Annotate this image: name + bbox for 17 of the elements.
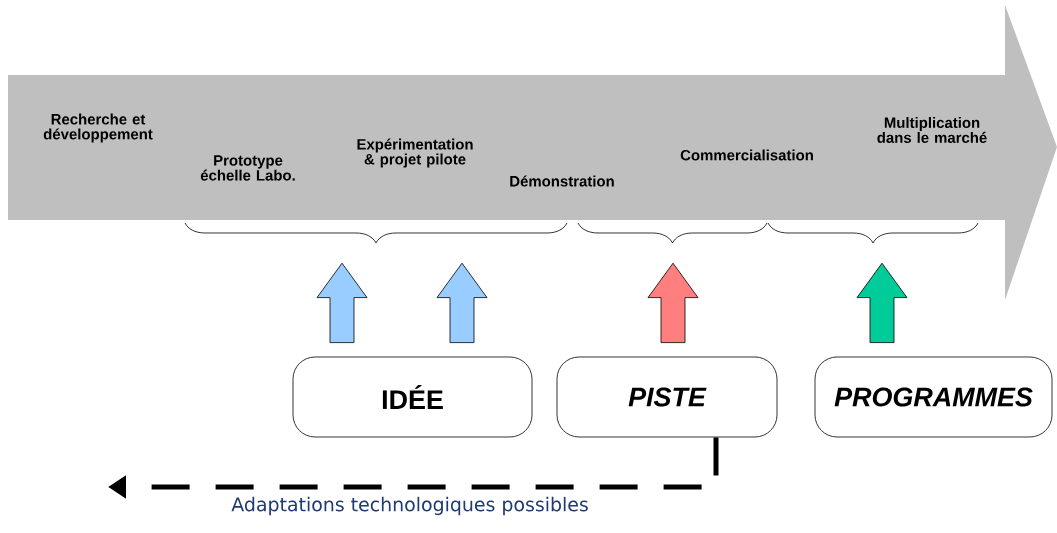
edge-label: Adaptations technologiques possibles xyxy=(230,495,590,517)
block-arrow xyxy=(856,262,908,343)
stage-label: Prototype échelle Labo. xyxy=(200,155,295,181)
block-arrow xyxy=(316,262,368,343)
curly-brace xyxy=(184,222,568,244)
block-arrow xyxy=(436,262,488,343)
stage-label: Multiplication dans le marché xyxy=(877,117,987,143)
rounded-box: IDÉE xyxy=(292,356,533,438)
rounded-box: PISTE xyxy=(556,356,778,438)
stage-label: Démonstration xyxy=(510,175,614,187)
curly-brace xyxy=(767,222,979,244)
stage-label: Expérimentation & projet pilote xyxy=(357,138,473,168)
block-arrow xyxy=(647,262,699,343)
stage-label: Commercialisation xyxy=(680,149,813,161)
rounded-box: PROGRAMMES xyxy=(814,356,1053,438)
stage-label: Recherche et développement xyxy=(43,113,153,143)
curly-brace xyxy=(577,222,768,244)
